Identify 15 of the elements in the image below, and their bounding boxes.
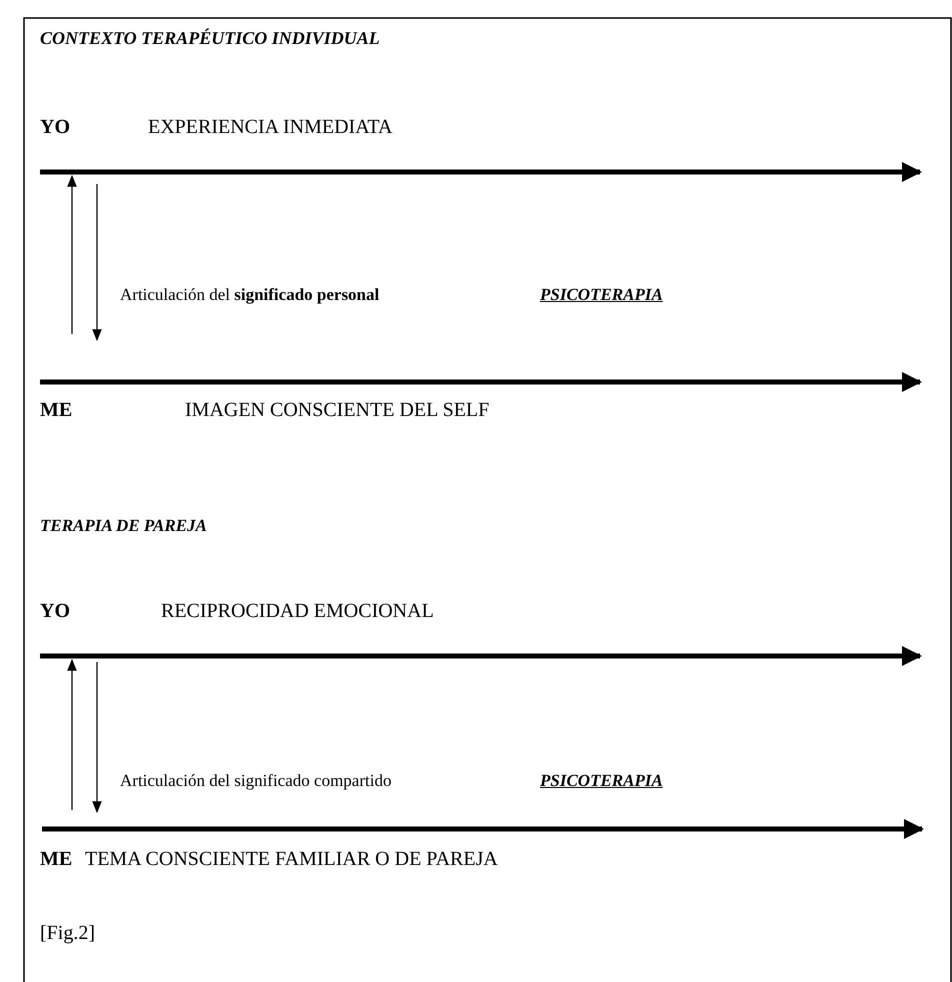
emphasis-label: PSICOTERAPIA xyxy=(540,285,663,306)
row-label: TEMA CONSCIENTE FAMILIAR O DE PAREJA xyxy=(85,847,498,871)
row-label: RECIPROCIDAD EMOCIONAL xyxy=(161,599,434,623)
annotation-text: Articulación del significado personal xyxy=(120,285,380,306)
annotation-text: Articulación del significado compartido xyxy=(120,771,392,792)
self-label: YO xyxy=(40,115,70,139)
self-label: ME xyxy=(40,847,72,871)
section-heading: TERAPIA DE PAREJA xyxy=(40,516,207,536)
figure-caption: [Fig.2] xyxy=(40,921,95,945)
section-heading: CONTEXTO TERAPÉUTICO INDIVIDUAL xyxy=(40,28,380,50)
row-label: IMAGEN CONSCIENTE DEL SELF xyxy=(185,398,490,422)
row-label: EXPERIENCIA INMEDIATA xyxy=(148,115,392,139)
self-label: ME xyxy=(40,398,72,422)
self-label: YO xyxy=(40,599,70,623)
emphasis-label: PSICOTERAPIA xyxy=(540,771,663,792)
